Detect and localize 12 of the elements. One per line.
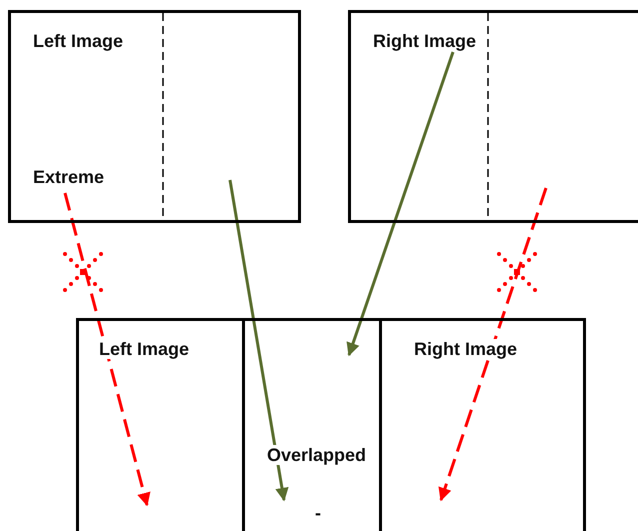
image-frame [8, 10, 301, 223]
arrow [228, 180, 289, 502]
frame-label: Left Image [97, 339, 192, 359]
frame-label: Right Image [371, 31, 478, 51]
arrow [64, 192, 150, 506]
frame-label: Left Image [31, 31, 126, 51]
image-frame [76, 318, 245, 531]
arrow [438, 188, 548, 502]
frame-label: Right Image [412, 339, 520, 359]
image-frame [348, 10, 638, 223]
image-frame [379, 318, 586, 531]
arrow [346, 52, 454, 356]
